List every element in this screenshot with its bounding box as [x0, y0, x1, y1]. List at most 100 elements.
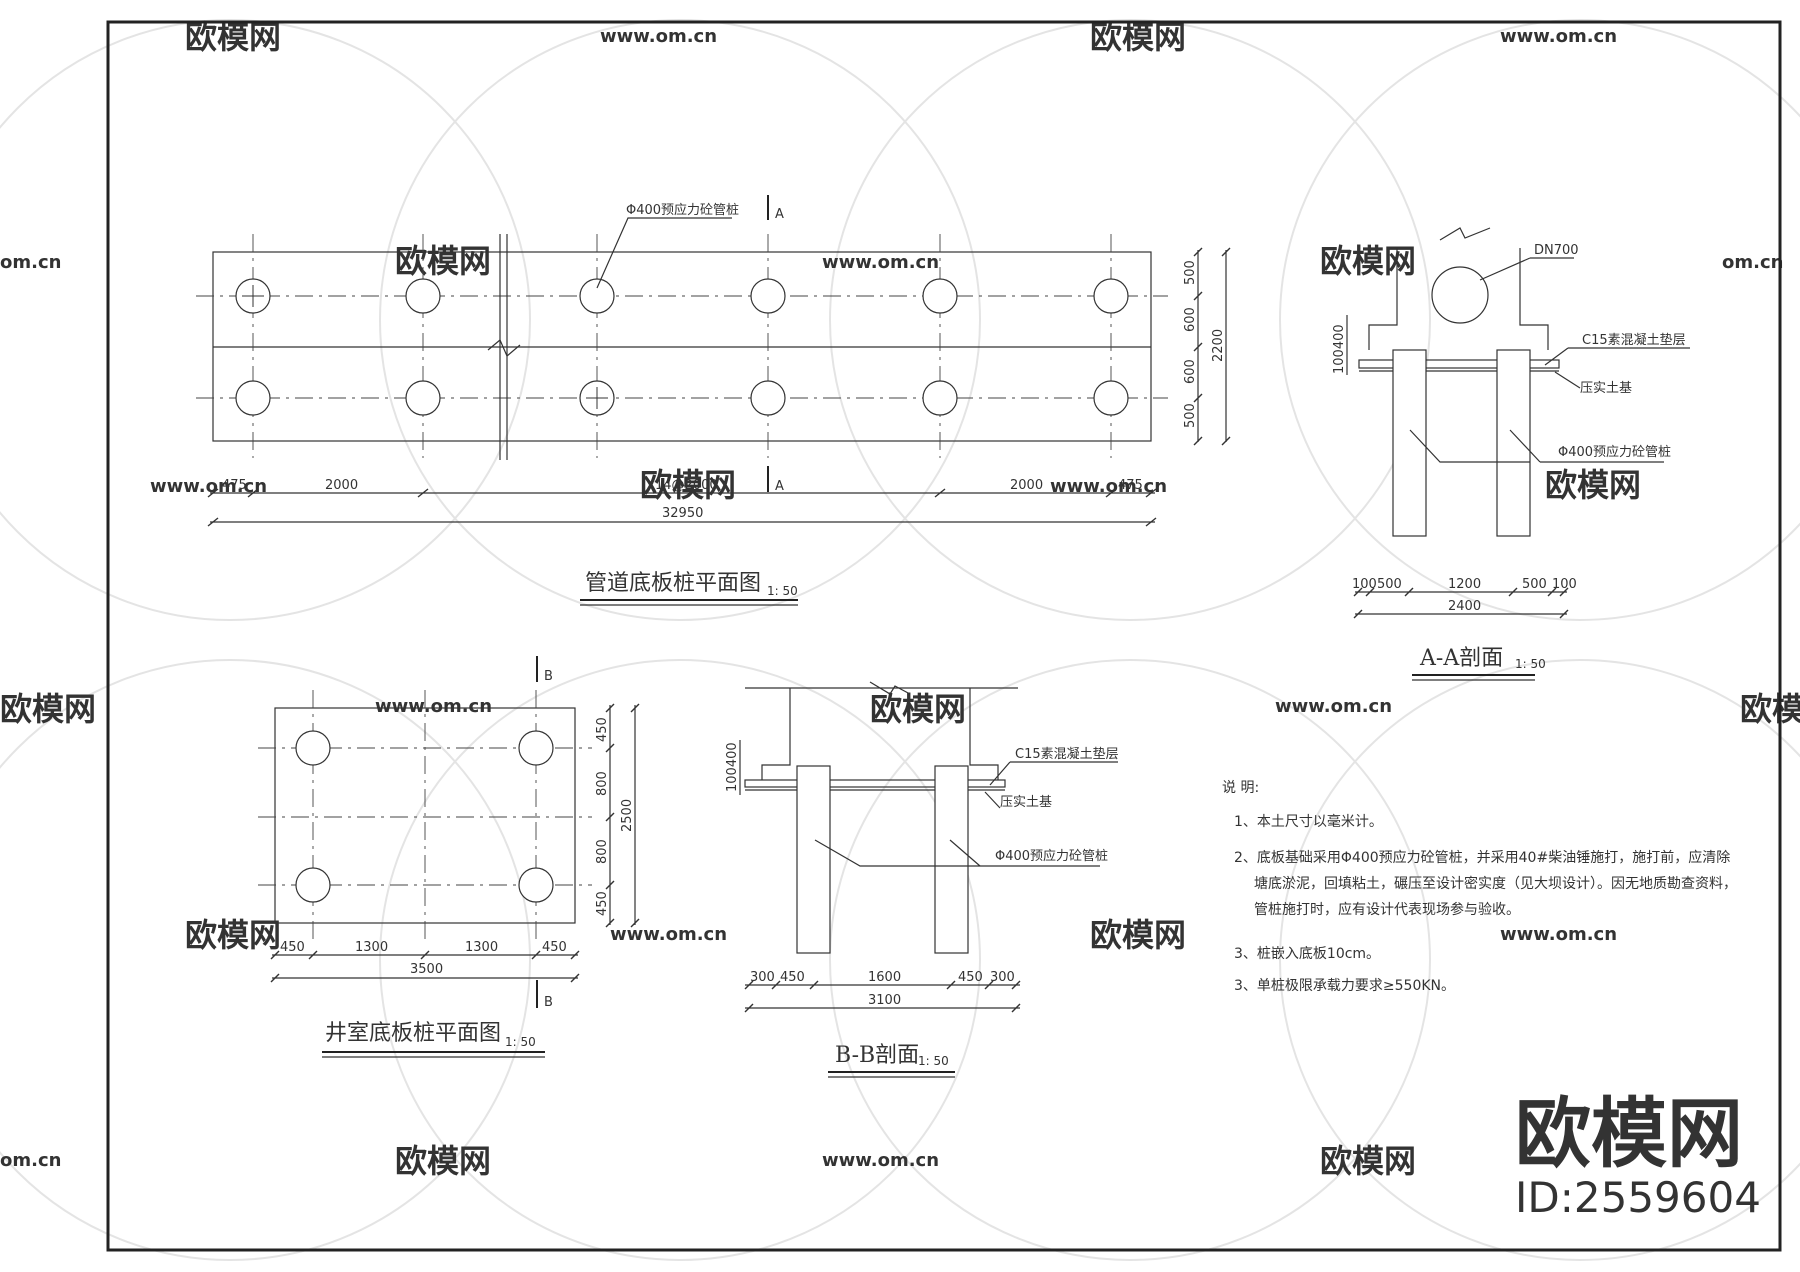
watermark-site: www.om.cn	[1500, 26, 1617, 47]
side-dims: 100400	[1332, 324, 1347, 374]
pile-circle	[922, 380, 958, 416]
dim-label: 1600	[868, 970, 901, 985]
note-item: 2、底板基础采用Φ400预应力砼管桩，并采用40#柴油锤施打，施打前，应清除	[1234, 849, 1730, 866]
dim-label: 475	[1118, 478, 1143, 493]
watermark-site: www.om.cn	[1500, 924, 1617, 945]
pile-circle	[1093, 278, 1129, 314]
dim-label: 100	[1552, 577, 1577, 592]
watermark-site: www.om.cn	[1050, 476, 1167, 497]
dim-label: 14@2000	[655, 478, 718, 493]
pile-circle	[235, 380, 271, 416]
note-item: 1、本土尺寸以毫米计。	[1234, 813, 1383, 830]
dim-label: 300	[750, 970, 775, 985]
watermark-pattern	[0, 19, 1800, 1261]
pile-label: Φ400预应力砼管桩	[626, 202, 739, 218]
cushion-label: C15素混凝土垫层	[1582, 332, 1686, 348]
dim-label: 450	[958, 970, 983, 985]
note-item: 塘底淤泥，回填粘土，碾压至设计密实度（见大坝设计）。因无地质勘查资料，	[1254, 875, 1737, 892]
dim-label: 1300	[465, 940, 498, 955]
dim-label: 500	[1183, 403, 1198, 428]
section-scale: 1: 50	[918, 1054, 949, 1068]
watermark-site: www.om.cn	[150, 476, 267, 497]
dim-label: 600	[1183, 307, 1198, 332]
pile-circle	[922, 278, 958, 314]
pile-circle	[518, 867, 554, 903]
watermark-brand: 欧模网	[0, 690, 96, 728]
watermark-site-short: om.cn	[0, 1150, 61, 1171]
pile-circle	[295, 730, 331, 766]
pile-circle	[518, 730, 554, 766]
watermark-site: www.om.cn	[375, 696, 492, 717]
section-mark-b: B	[544, 995, 553, 1010]
side-dims: 100400	[725, 742, 740, 792]
drawing-border	[106, 20, 1782, 1252]
section-mark-a: A	[775, 479, 784, 494]
dim-total: 32950	[662, 506, 703, 521]
pile-circle	[405, 278, 441, 314]
dim-total: 2200	[1211, 329, 1226, 362]
dim-label: 800	[595, 839, 610, 864]
watermark-site: www.om.cn	[600, 26, 717, 47]
dim-label: 450	[780, 970, 805, 985]
dim-label: 450	[542, 940, 567, 955]
pile-circle	[1093, 380, 1129, 416]
watermark-site: www.om.cn	[822, 1150, 939, 1171]
pile-label: Φ400预应力砼管桩	[1558, 444, 1671, 460]
section-title: B-B剖面	[835, 1043, 919, 1068]
watermark-brand: 欧模网	[1740, 690, 1800, 728]
soil-label: 压实土基	[1580, 381, 1632, 396]
dim-label: 1300	[355, 940, 388, 955]
dim-total: 2500	[620, 799, 635, 832]
watermark-brand: 欧模网	[185, 18, 281, 56]
watermark-site: www.om.cn	[1275, 696, 1392, 717]
plan-title: 井室底板桩平面图	[325, 1021, 501, 1046]
watermark-site: www.om.cn	[822, 252, 939, 273]
dim-label: 500	[1522, 577, 1547, 592]
dim-label: 100	[1352, 577, 1377, 592]
plan-title: 管道底板桩平面图	[585, 571, 761, 596]
watermark-brand: 欧模网	[185, 916, 281, 954]
section-scale: 1: 50	[1515, 657, 1546, 671]
pipe-label: DN700	[1534, 243, 1579, 258]
section-b: C15素混凝土垫层 压实土基 Φ400预应力砼管桩 100400 300 450…	[725, 681, 1119, 1078]
dim-label: 1200	[1448, 577, 1481, 592]
watermark-brand: 欧模网	[1090, 18, 1186, 56]
big-brand: 欧模网	[1515, 1089, 1743, 1178]
note-item: 3、桩嵌入底板10cm。	[1234, 945, 1380, 962]
dim-label: 450	[595, 717, 610, 742]
section-mark-a: A	[775, 207, 784, 222]
watermark-brand: 欧模网	[395, 1142, 491, 1180]
pile-circle	[295, 867, 331, 903]
notes-heading: 说 明:	[1222, 780, 1259, 796]
watermark-site-short: om.cn	[0, 252, 61, 273]
section-a: DN700 C15素混凝土垫层 压实土基 Φ400预应力砼管桩 100400 1…	[1332, 227, 1690, 681]
dim-label: 300	[990, 970, 1015, 985]
watermark-id: 欧模网 ID:2559604	[1515, 1089, 1761, 1222]
watermark-brand: 欧模网	[1090, 916, 1186, 954]
watermark-texts: 欧模网 www.om.cn 欧模网 www.om.cn om.cn 欧模网 ww…	[0, 18, 1800, 1180]
section-mark-b: B	[544, 669, 553, 684]
dim-total: 2400	[1448, 599, 1481, 614]
note-item: 管桩施打时，应有设计代表现场参与验收。	[1254, 901, 1520, 918]
section-title: A-A剖面	[1419, 646, 1503, 671]
plan-scale: 1: 50	[505, 1035, 536, 1049]
watermark-brand: 欧模网	[1320, 242, 1416, 280]
pile-circle	[405, 380, 441, 416]
cushion-label: C15素混凝土垫层	[1015, 746, 1119, 762]
pile-label: Φ400预应力砼管桩	[995, 848, 1108, 864]
soil-label: 压实土基	[1000, 795, 1052, 810]
dim-label: 2000	[325, 478, 358, 493]
plan-scale: 1: 50	[767, 584, 798, 598]
dim-label: 450	[280, 940, 305, 955]
dim-label: 800	[595, 771, 610, 796]
dim-label: 500	[1377, 577, 1402, 592]
dim-label: 475	[222, 478, 247, 493]
well-plan: B B 450 1300 1300 450 3500 450 800 800 4…	[258, 656, 640, 1058]
watermark-brand: 欧模网	[870, 690, 966, 728]
pile-circle	[750, 380, 786, 416]
note-item: 3、单桩极限承载力要求≥550KN。	[1234, 977, 1455, 994]
watermark-brand: 欧模网	[395, 242, 491, 280]
dim-label: 2000	[1010, 478, 1043, 493]
notes-block: 说 明: 1、本土尺寸以毫米计。 2、底板基础采用Φ400预应力砼管桩，并采用4…	[1222, 780, 1737, 994]
